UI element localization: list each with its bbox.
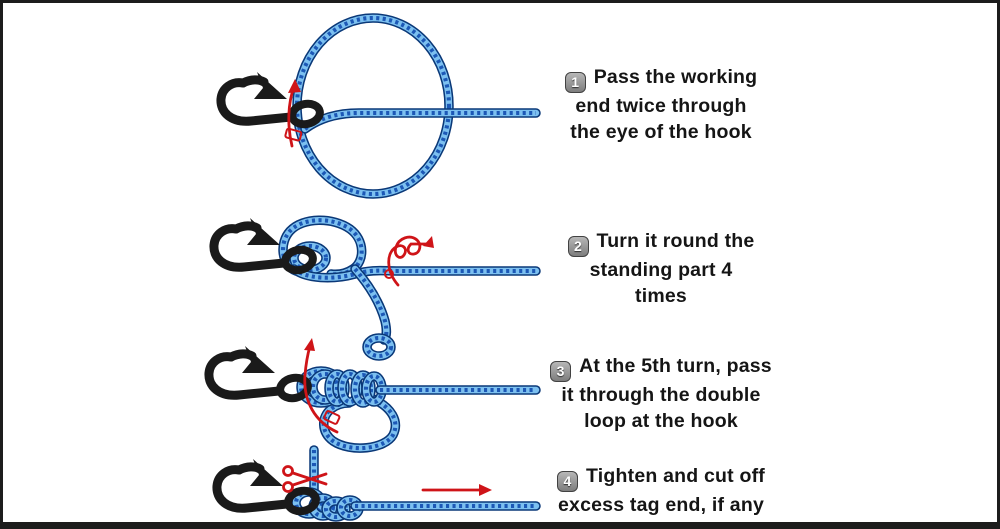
- instruction-line: the eye of the hook: [570, 120, 752, 143]
- step4-illustration: [217, 445, 541, 522]
- instruction-line: times: [635, 284, 687, 307]
- instruction-line: it through the double: [561, 383, 761, 406]
- step-4-number-badge: 4: [557, 470, 579, 492]
- instruction-line: loop at the hook: [584, 409, 738, 432]
- step3-illustration: [209, 338, 541, 453]
- curved-up-arrow-icon: [303, 338, 339, 434]
- instruction-line: excess tag end, if any: [558, 493, 764, 516]
- fish-hook-icon: [209, 346, 310, 401]
- instruction-line: end twice through: [575, 94, 747, 117]
- step2-illustration: [214, 218, 541, 361]
- scissors-icon: [282, 465, 328, 493]
- fish-hook-icon: [217, 459, 318, 514]
- knot-tying-diagram: [3, 13, 541, 522]
- step-3-number-badge: 3: [550, 360, 572, 382]
- fish-hook-icon: [221, 72, 322, 127]
- step-1-number-badge: 1: [564, 71, 586, 93]
- pass-point-marker: [323, 410, 341, 425]
- instruction-line: standing part 4: [589, 258, 733, 281]
- right-arrow-icon: [421, 484, 492, 496]
- spiral-arrow-icon: [387, 235, 434, 287]
- up-arrow-icon: [287, 79, 301, 148]
- step1-illustration: [221, 13, 541, 199]
- pass-point-marker: [384, 269, 394, 279]
- step-2-number-badge: 2: [567, 235, 589, 257]
- pass-point-marker: [284, 127, 303, 142]
